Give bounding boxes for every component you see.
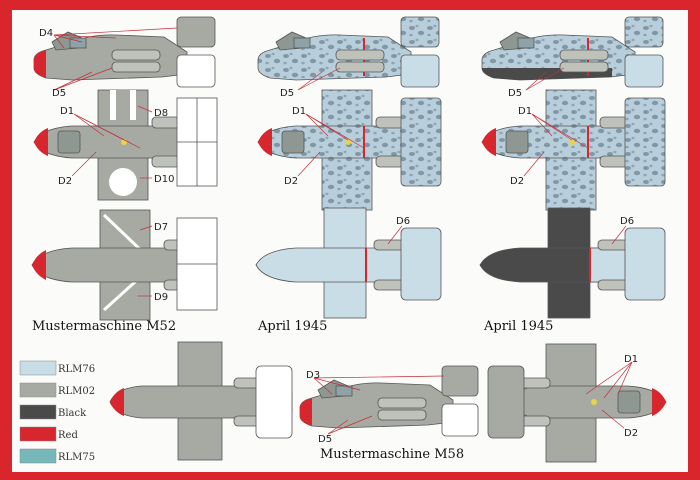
decal-label-d7: D7 (154, 222, 168, 233)
m58-top-view (487, 343, 667, 463)
legend-label-rlm02: RLM02 (58, 386, 95, 397)
callout-lines (53, 27, 633, 435)
legend-label-black: Black (58, 408, 87, 419)
april2-bottom-view (479, 207, 666, 319)
decal-label-d2: D2 (58, 176, 72, 187)
decal-label-d6: D6 (620, 216, 634, 227)
caption-m58: Mustermaschine M58 (320, 447, 464, 462)
m58-side-view (299, 365, 479, 437)
decal-label-d2: D2 (624, 428, 638, 439)
decal-label-d4: D4 (39, 28, 53, 39)
legend-swatch-rlm02 (19, 382, 57, 398)
m58-bottom-view (109, 341, 293, 461)
legend-label-red: Red (58, 430, 78, 441)
m52-top-view (33, 89, 218, 201)
decal-label-d1: D1 (518, 106, 532, 117)
april1-side-view (257, 16, 440, 88)
decal-label-d9: D9 (154, 292, 168, 303)
decal-label-d5: D5 (318, 434, 332, 445)
decal-sheet: D4 D5 D1 D8 D2 D10 D7 D9 D5 D1 D2 D6 D5 … (12, 10, 688, 472)
decal-label-d1: D1 (60, 106, 74, 117)
april1-top-view (257, 89, 442, 211)
decal-label-d3: D3 (306, 370, 320, 381)
caption-m52: Mustermaschine M52 (32, 319, 176, 334)
april1-bottom-view (255, 207, 442, 319)
caption-april-1945-a: April 1945 (257, 319, 327, 334)
color-legend: RLM76 RLM02 Black Red RLM75 (19, 360, 95, 464)
legend-label-rlm75: RLM75 (58, 452, 95, 463)
legend-swatch-rlm75 (19, 448, 57, 464)
captions: Mustermaschine M52 April 1945 April 1945… (32, 319, 553, 462)
m52-bottom-view (31, 209, 218, 321)
decal-label-d5: D5 (280, 88, 294, 99)
decal-label-d1: D1 (292, 106, 306, 117)
caption-april-1945-b: April 1945 (483, 319, 553, 334)
decal-label-d1: D1 (624, 354, 638, 365)
legend-swatch-red (19, 426, 57, 442)
april2-top-view (481, 89, 666, 211)
decal-labels: D4 D5 D1 D8 D2 D10 D7 D9 D5 D1 D2 D6 D5 … (39, 28, 638, 445)
profiles-canvas: D4 D5 D1 D8 D2 D10 D7 D9 D5 D1 D2 D6 D5 … (19, 16, 667, 464)
decal-label-d2: D2 (510, 176, 524, 187)
decal-label-d6: D6 (396, 216, 410, 227)
decal-label-d8: D8 (154, 108, 168, 119)
decal-label-d5: D5 (52, 88, 66, 99)
legend-swatch-black (19, 404, 57, 420)
decal-label-d10: D10 (154, 174, 174, 185)
decal-label-d5: D5 (508, 88, 522, 99)
legend-swatch-rlm76 (19, 360, 57, 376)
m52-side-view (33, 16, 216, 88)
april2-side-view (481, 16, 664, 88)
decal-label-d2: D2 (284, 176, 298, 187)
legend-label-rlm76: RLM76 (58, 364, 95, 375)
